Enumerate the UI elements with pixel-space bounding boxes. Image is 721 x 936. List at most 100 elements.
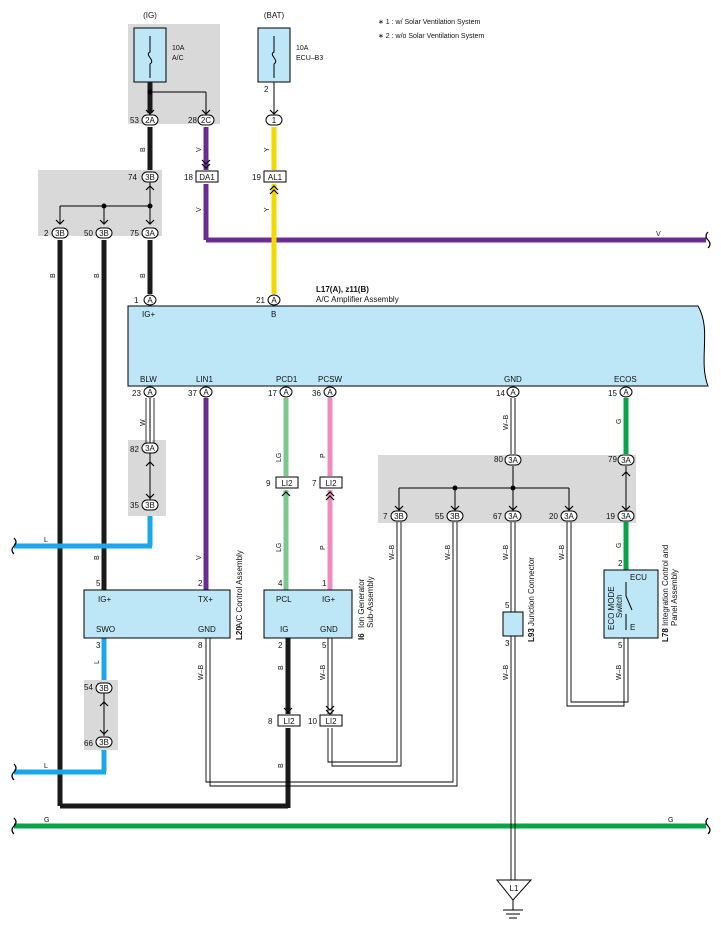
pin-80: 80 [494, 455, 503, 464]
eco-ecu: ECU [630, 573, 647, 582]
ion-pin-gnd: GND [320, 625, 338, 634]
pin-connector-j13: A [323, 386, 337, 398]
pin-connector-label: A [203, 388, 209, 397]
ctrl-pin-swo: SWO [96, 625, 115, 634]
amp-pin-lin1: LIN1 [196, 375, 213, 384]
conn-l1: L1 [510, 884, 519, 893]
pin-connector-label: 3B [55, 229, 65, 238]
wire-label-y2: Y [264, 207, 271, 212]
fuse-ecu-name: ECU–B3 [296, 55, 323, 62]
ctrl-pin-igplus: IG+ [98, 595, 111, 604]
wire-label-g4: G [668, 817, 673, 824]
pin-3: 3 [96, 641, 101, 650]
pin-connector-label: A [327, 388, 333, 397]
pin-connector-label: 3A [145, 229, 155, 238]
pin-connector-j15: A [619, 386, 633, 398]
pin-5b: 5 [322, 641, 327, 650]
wire-label-wb3: W–B [445, 545, 452, 561]
pin-3b: 3 [505, 639, 510, 648]
pin-connector-j28: 3B [95, 736, 113, 748]
ground-icon [495, 879, 533, 901]
wire-label-v1: V [196, 147, 203, 152]
junction-connector-box [502, 611, 524, 637]
eco-code: L78 [661, 628, 670, 642]
pin-connector-label: 3B [450, 512, 460, 521]
pin-connector-j22: 3B [390, 510, 408, 522]
pin-5d: 5 [618, 641, 623, 650]
pin-36: 36 [312, 389, 321, 398]
pin-50: 50 [84, 229, 93, 238]
pin-28: 28 [188, 116, 197, 125]
pin-connector-j25: 3A [560, 510, 578, 522]
pin-connector-label: A [147, 388, 153, 397]
pin-21: 21 [256, 296, 265, 305]
conn-li2-b: LI2 [325, 479, 337, 488]
eco-name2: Panel Assembly [670, 569, 679, 626]
wire-label-wb8: W–B [503, 665, 510, 681]
ac-amplifier-box [127, 305, 709, 387]
wire-label-wb4: W–B [503, 545, 510, 561]
fuse-ac-amp: 10A [172, 45, 185, 52]
pin-connector-label: A [271, 296, 277, 305]
ac-control-assembly-box [83, 589, 231, 639]
pin-connector-label: 3A [621, 512, 631, 521]
pin-67: 67 [493, 512, 502, 521]
conn-li2-a: LI2 [281, 479, 293, 488]
amplifier-code: L17(A), z11(B) [316, 285, 369, 294]
pin-connector-label: 3A [508, 456, 518, 465]
amplifier-name: A/C Amplifier Assembly [316, 295, 399, 304]
fuse-ecu-icon [271, 36, 277, 78]
eco-sw1: ECO MODE [607, 586, 616, 630]
pin-connector-label: 2C [201, 116, 211, 125]
pin-connector-j5: 3B [51, 227, 69, 239]
pin-connector-j20: 3A [504, 454, 522, 466]
conn-li2-d: LI2 [325, 717, 337, 726]
pin-53: 53 [130, 116, 139, 125]
jct-code: L93 [527, 628, 536, 642]
amp-pin-pcd1: PCD1 [276, 375, 298, 384]
pin-74: 74 [128, 173, 137, 182]
ion-code: I6 [357, 633, 366, 640]
wire-label-b3: B [94, 273, 101, 278]
wire-label-wb5: W–B [559, 545, 566, 561]
wire-label-wb9: W–B [616, 665, 623, 681]
pin-4: 4 [278, 579, 283, 588]
pin-connector-j11: A [199, 386, 213, 398]
pin-55: 55 [435, 512, 444, 521]
amp-pin-igplus: IG+ [142, 310, 155, 319]
wire-label-b7: B [278, 763, 285, 768]
pin-37: 37 [188, 389, 197, 398]
wire-label-g3: G [44, 817, 49, 824]
wire-label-wb1: W–B [503, 415, 510, 431]
pin-connector-j21: 3A [617, 454, 635, 466]
pin-connector-j4: 3B [141, 171, 159, 183]
pin-connector-j24: 3A [504, 510, 522, 522]
pin-2: 2 [264, 85, 269, 94]
amp-pin-b: B [271, 310, 276, 319]
eco-name1: Integration Control and [661, 545, 670, 626]
pin-connector-label: A [510, 388, 516, 397]
amp-pin-pcsw: PCSW [318, 375, 342, 384]
wire-label-l2: L [94, 660, 101, 664]
pin-connector-j26: 3A [617, 510, 635, 522]
pin-5: 5 [96, 579, 101, 588]
pin-connector-label: 3B [145, 501, 155, 510]
wire-label-v4: V [196, 555, 203, 560]
pin-connector-label: 3A [621, 456, 631, 465]
bat-label: (BAT) [264, 11, 285, 20]
pin-connector-j10: A [143, 386, 157, 398]
pin-connector-label: A [283, 388, 289, 397]
pin-connector-j8: A [143, 294, 157, 306]
amp-pin-ecos: ECOS [614, 375, 637, 384]
pin-19b: 19 [606, 512, 615, 521]
pin-8: 8 [198, 641, 203, 650]
pin-35: 35 [130, 501, 139, 510]
pin-19: 19 [252, 173, 261, 182]
conn-li2-c: LI2 [283, 717, 295, 726]
pin-7b: 7 [383, 512, 388, 521]
pin-79: 79 [608, 455, 617, 464]
ctrl-pin-gnd: GND [198, 625, 216, 634]
pin-connector-label: 3B [99, 738, 109, 747]
